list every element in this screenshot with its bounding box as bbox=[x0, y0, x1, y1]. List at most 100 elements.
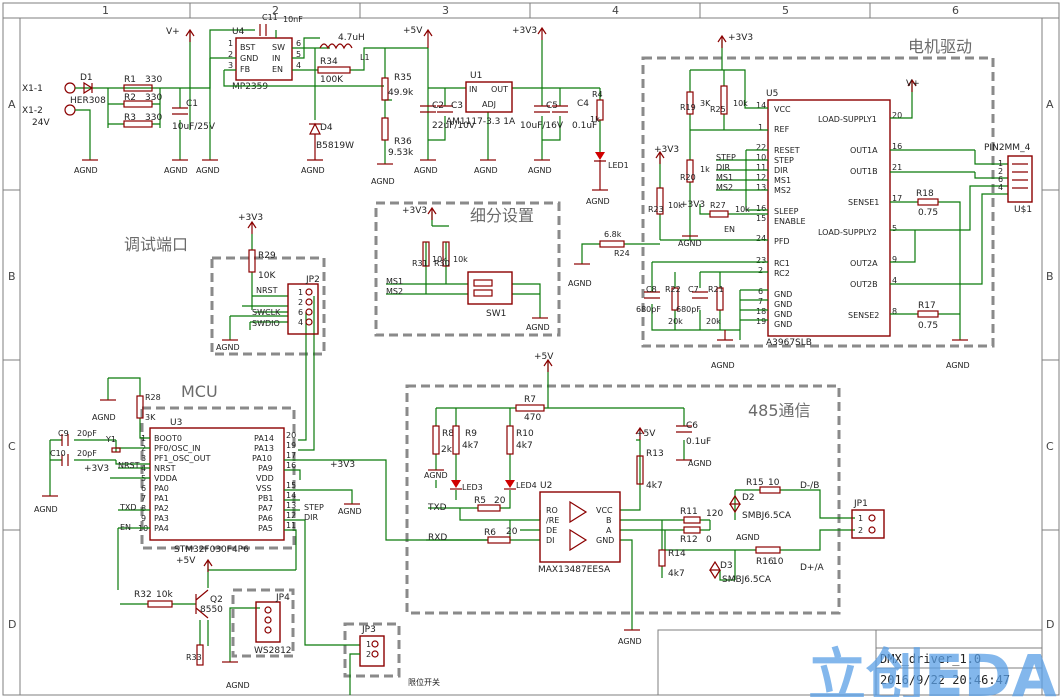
svg-text:MS1: MS1 bbox=[386, 277, 403, 286]
chip-u3: U3 BOOT0 PF0/OSC_IN PF1_OSC_OUT NRST VDD… bbox=[149, 418, 285, 555]
svg-text:STEP: STEP bbox=[304, 503, 324, 512]
connector-jp4: JP4 WS2812 bbox=[254, 593, 292, 656]
svg-text:WS2812: WS2812 bbox=[254, 646, 292, 656]
tvs-d3: D3 SMBJ6.5CA bbox=[708, 560, 772, 585]
svg-text:+3V3: +3V3 bbox=[402, 206, 427, 216]
svg-text:C9: C9 bbox=[58, 429, 69, 438]
agnd-8: AGND bbox=[528, 159, 552, 175]
svg-text:5: 5 bbox=[892, 224, 897, 233]
svg-text:R24: R24 bbox=[614, 249, 630, 258]
svg-text:+3V3: +3V3 bbox=[84, 464, 109, 474]
svg-text:AGND: AGND bbox=[301, 166, 325, 175]
svg-text:OUT1A: OUT1A bbox=[850, 146, 878, 155]
svg-text:20pF: 20pF bbox=[77, 429, 97, 438]
svg-text:10K: 10K bbox=[258, 271, 276, 281]
svg-text:1k: 1k bbox=[700, 165, 710, 174]
svg-text:10nF: 10nF bbox=[283, 15, 303, 24]
capacitor-c9: C9 20pF bbox=[58, 429, 97, 446]
svg-text:HER308: HER308 bbox=[70, 96, 106, 106]
svg-text:D1: D1 bbox=[80, 73, 93, 83]
svg-text:AGND: AGND bbox=[688, 459, 712, 468]
svg-text:R13: R13 bbox=[646, 449, 664, 459]
led-led3: LED3 bbox=[450, 480, 483, 492]
svg-text:MS1: MS1 bbox=[774, 176, 791, 185]
svg-text:12: 12 bbox=[756, 173, 766, 182]
svg-text:10: 10 bbox=[768, 478, 780, 488]
svg-text:1k: 1k bbox=[590, 115, 600, 124]
capacitor-c6: C60.1uF bbox=[676, 421, 711, 447]
svg-text:GND: GND bbox=[240, 54, 258, 63]
svg-text:AGND: AGND bbox=[946, 361, 970, 370]
agnd-4: AGND bbox=[301, 134, 325, 175]
svg-text:2k: 2k bbox=[441, 445, 453, 455]
svg-text:AGND: AGND bbox=[34, 505, 58, 514]
tvs-d2: D2 SMBJ6.5CA bbox=[728, 493, 792, 521]
row-label: A bbox=[1046, 98, 1054, 111]
svg-text:AGND: AGND bbox=[618, 637, 642, 646]
svg-text:V+: V+ bbox=[906, 79, 920, 89]
svg-text:R11: R11 bbox=[680, 507, 698, 517]
svg-text:R20: R20 bbox=[680, 173, 696, 182]
svg-text:U1: U1 bbox=[470, 71, 482, 81]
agnd-mcu-3: AGND bbox=[338, 503, 362, 516]
svg-text:C8: C8 bbox=[646, 285, 657, 294]
svg-text:AGND: AGND bbox=[424, 471, 448, 480]
title-block: DMX_driver_1.0 2016/9/22 20:46:47 bbox=[657, 629, 1043, 696]
svg-text:R32: R32 bbox=[134, 590, 152, 600]
svg-text:R7: R7 bbox=[524, 395, 536, 405]
resistor-r20: R20 1k bbox=[680, 159, 710, 183]
svg-text:ENABLE: ENABLE bbox=[774, 217, 806, 226]
svg-text:4: 4 bbox=[298, 318, 303, 327]
wire-ldo bbox=[427, 40, 601, 160]
svg-text:R18: R18 bbox=[916, 189, 934, 199]
svg-text:20k: 20k bbox=[668, 317, 683, 326]
svg-text:17: 17 bbox=[286, 451, 296, 460]
svg-text:/RE: /RE bbox=[546, 516, 559, 525]
svg-text:AGND: AGND bbox=[736, 533, 760, 542]
svg-text:OUT2B: OUT2B bbox=[850, 280, 878, 289]
svg-text:2: 2 bbox=[858, 526, 863, 535]
svg-text:D4: D4 bbox=[320, 123, 333, 133]
svg-text:R21: R21 bbox=[708, 285, 724, 294]
svg-text:PIN2MM_4: PIN2MM_4 bbox=[984, 143, 1031, 153]
svg-text:7: 7 bbox=[758, 297, 763, 306]
net-bus: D-/B D+/A bbox=[800, 481, 825, 573]
wire-subdiv bbox=[386, 212, 541, 318]
agnd-485-3: AGND bbox=[618, 629, 642, 646]
net-mcu-left: TXD EN bbox=[119, 503, 137, 532]
svg-text:R23: R23 bbox=[648, 205, 664, 214]
capacitor-c3: C3 bbox=[437, 101, 463, 113]
svg-text:STEP: STEP bbox=[774, 156, 794, 165]
svg-text:GND: GND bbox=[774, 300, 792, 309]
p3v3-flag-r27: +3V3 bbox=[680, 200, 705, 210]
svg-text:1: 1 bbox=[998, 159, 1003, 168]
svg-text:AGND: AGND bbox=[371, 177, 395, 186]
svg-text:R27: R27 bbox=[710, 201, 726, 210]
svg-text:IN: IN bbox=[469, 85, 477, 94]
svg-text:VDDA: VDDA bbox=[154, 474, 178, 483]
svg-text:+3V3: +3V3 bbox=[728, 33, 753, 43]
svg-text:TXD: TXD bbox=[427, 503, 447, 513]
svg-text:470: 470 bbox=[524, 413, 541, 423]
svg-text:U2: U2 bbox=[540, 481, 552, 491]
svg-text:10k: 10k bbox=[733, 99, 748, 108]
svg-text:PF0/OSC_IN: PF0/OSC_IN bbox=[154, 444, 201, 453]
svg-text:AGND: AGND bbox=[528, 166, 552, 175]
svg-text:C11: C11 bbox=[262, 13, 278, 22]
p5v-flag-r13: +5V bbox=[635, 426, 656, 440]
svg-text:20: 20 bbox=[892, 111, 902, 120]
connector-jp3: JP3 1 2 限位开关 bbox=[359, 625, 440, 687]
frame-row-labels: A B C D A B C D bbox=[8, 98, 1054, 631]
svg-text:+5V: +5V bbox=[403, 26, 423, 36]
u3-right-pins: 20 19 17 16 15 14 13 12 11 bbox=[286, 431, 296, 530]
svg-text:+5V: +5V bbox=[534, 352, 554, 362]
svg-text:11: 11 bbox=[756, 163, 766, 172]
p3v3-flag-motor: +3V3 bbox=[717, 33, 753, 48]
svg-text:RC1: RC1 bbox=[774, 259, 790, 268]
